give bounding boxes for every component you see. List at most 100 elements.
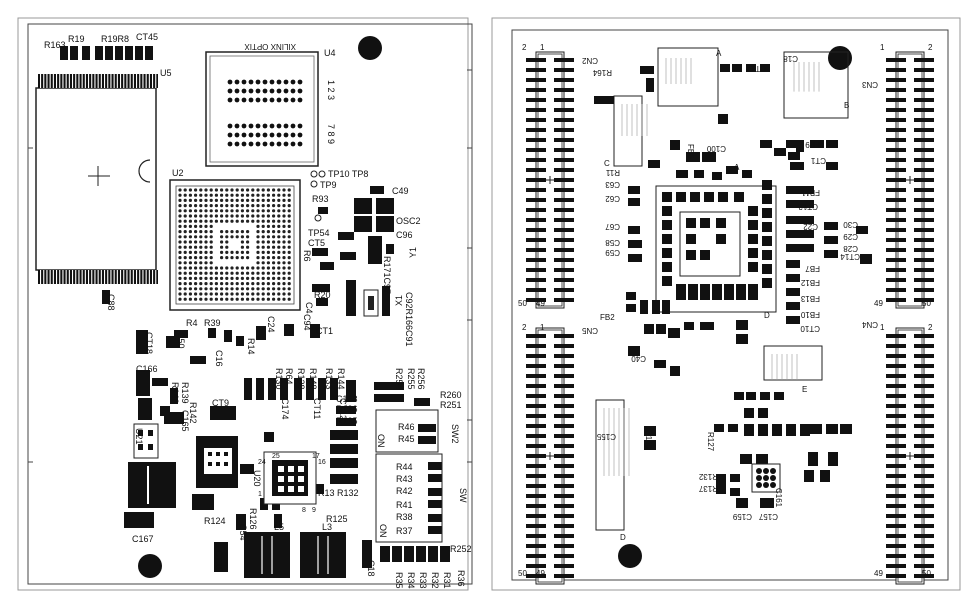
- label-c: C: [604, 159, 610, 168]
- label-r126: R126: [248, 508, 258, 530]
- label-r142: R142: [188, 402, 198, 424]
- switch-sw-outline: [375, 453, 443, 543]
- label-r37: R37: [396, 526, 413, 536]
- label-r164: R164: [592, 68, 612, 77]
- label-u2: U2: [172, 168, 184, 178]
- label-c166: C166: [136, 364, 158, 374]
- label-pin-8: 8: [302, 507, 306, 514]
- label-c54: C54: [238, 524, 248, 541]
- label-pin-1a: 1: [540, 43, 545, 52]
- label-r19r8: R19R8: [101, 34, 129, 44]
- label-ct1-right: CT1: [810, 156, 826, 165]
- label-l5: L5: [274, 522, 284, 532]
- right-board-outline: [511, 29, 949, 581]
- label-c16: C16: [214, 350, 224, 367]
- label-r252: R252: [450, 544, 472, 554]
- label-r144: R144: [336, 368, 346, 390]
- label-c167: C167: [132, 534, 154, 544]
- label-pin-1d: 1: [880, 323, 885, 332]
- chip-u4: [205, 51, 319, 167]
- label-pin-2b: 2: [928, 43, 933, 52]
- right-bga: [751, 463, 781, 493]
- label-pin-2a: 2: [522, 43, 527, 52]
- label-pin-49c: 49: [536, 569, 545, 578]
- label-fb7: FB7: [805, 264, 820, 273]
- label-r132-right: R132: [698, 472, 718, 481]
- label-sw2: SW2: [450, 424, 460, 444]
- label-r36: R36: [456, 570, 466, 587]
- label-r13r132: R13 R132: [318, 488, 359, 498]
- mount-hole-right-bottom: [618, 544, 642, 568]
- label-r125: R125: [326, 514, 348, 524]
- label-r19: R19: [68, 34, 85, 44]
- label-a2: A: [734, 163, 740, 172]
- label-a: A: [716, 49, 722, 58]
- label-c94: C94: [302, 314, 312, 331]
- label-c29: C29: [843, 232, 858, 241]
- label-r64: R64: [284, 368, 294, 385]
- label-r133: R133: [324, 368, 334, 390]
- label-on2: ON: [376, 434, 386, 448]
- label-cn5: CN5: [581, 326, 598, 335]
- label-r46: R46: [398, 422, 415, 432]
- label-pin-50a: 50: [518, 299, 527, 308]
- label-c22: C22: [803, 222, 818, 231]
- label-pin-50c: 50: [518, 569, 527, 578]
- label-u4: U4: [324, 48, 336, 58]
- label-c163: C163: [336, 394, 358, 404]
- label-r32: R32: [430, 572, 440, 589]
- label-r34: R34: [406, 572, 416, 589]
- label-r136: R136: [336, 404, 358, 414]
- label-x1: X1: [394, 295, 404, 306]
- label-c155: C155: [596, 432, 616, 441]
- label-r148: R148: [308, 368, 318, 390]
- label-l3: L3: [322, 522, 332, 532]
- label-pin-50d: 50: [922, 569, 931, 578]
- label-r255: R255: [406, 368, 416, 390]
- label-c100: C100: [706, 144, 726, 153]
- label-ct18: CT18: [144, 332, 154, 354]
- left-labels: R163 R19 R19R8 CT45 U5 U4 XILINX OPTIX 1…: [44, 32, 472, 589]
- label-r14: R14: [246, 338, 256, 355]
- label-pin-2c: 2: [522, 323, 527, 332]
- label-c59: C59: [605, 248, 620, 257]
- label-fb12: FB12: [800, 278, 820, 287]
- label-ct17: CT17: [746, 64, 766, 73]
- label-pin-25: 25: [272, 453, 280, 460]
- label-c28: C28: [843, 244, 858, 253]
- label-cn2: CN2: [581, 56, 598, 65]
- label-sw: SW: [458, 488, 468, 503]
- label-r43: R43: [396, 474, 413, 484]
- label-r146: R146: [170, 382, 180, 404]
- label-r11: R11: [605, 168, 620, 177]
- label-r138: R138: [296, 368, 306, 390]
- label-pin-1b: 1: [880, 43, 885, 52]
- edge-ticks-left: [28, 69, 472, 463]
- label-r137: R137: [698, 484, 718, 493]
- label-c50: C50: [176, 332, 186, 349]
- label-chip-text: XILINX OPTIX: [244, 42, 296, 51]
- label-pin-2d: 2: [928, 323, 933, 332]
- label-c4: C4: [304, 302, 314, 314]
- label-ball-123: 1 2 3: [326, 80, 336, 100]
- label-r130: R130: [274, 368, 284, 390]
- label-c92r166c91: C92R166C91: [404, 292, 414, 347]
- label-fb11: FB11: [801, 188, 820, 197]
- chip-u20: [263, 451, 317, 505]
- label-r35: R35: [394, 572, 404, 589]
- label-ct14: CT14: [840, 252, 860, 261]
- label-c96: C96: [396, 230, 413, 240]
- label-c157: C157: [758, 512, 778, 521]
- label-pin-49a: 49: [536, 299, 545, 308]
- mount-hole-top-right: [358, 36, 382, 60]
- label-pin-24: 24: [258, 459, 266, 466]
- label-r135: R135: [336, 416, 358, 426]
- label-osc2: OSC2: [396, 216, 421, 226]
- label-c62: C62: [605, 194, 620, 203]
- label-r171c97: R171C97: [382, 256, 392, 294]
- label-r251: R251: [440, 400, 462, 410]
- label-tp10tp8: TP10 TP8: [328, 169, 368, 179]
- label-tp54: TP54: [308, 228, 330, 238]
- label-on: ON: [378, 524, 388, 538]
- label-r20: R20: [314, 290, 331, 300]
